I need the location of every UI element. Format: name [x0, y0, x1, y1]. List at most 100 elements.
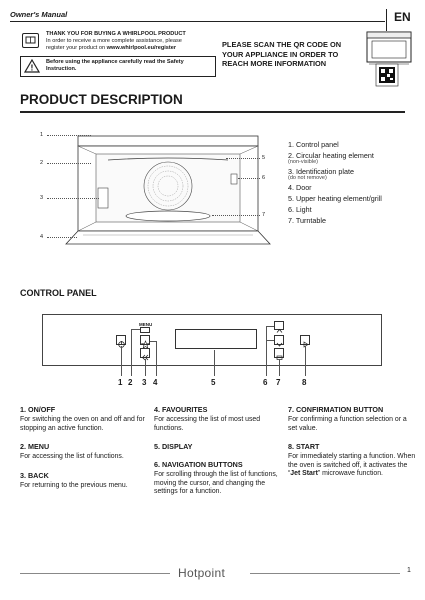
- svg-text:!: !: [31, 64, 34, 73]
- brand-logo: Hotpoint: [178, 566, 226, 580]
- play-icon: [303, 341, 309, 348]
- leader-line: [279, 359, 280, 376]
- leader-line: [305, 346, 306, 376]
- callout-7: 7: [262, 212, 266, 218]
- page-number: 1: [407, 567, 411, 574]
- cp-number-4: 4: [153, 378, 158, 387]
- legend-item: 2. Circular heating element(non-visible): [288, 151, 374, 165]
- legend-item: 7. Turntable: [288, 216, 326, 225]
- description-column-1: 1. ON/OFF For switching the oven on and …: [20, 405, 148, 499]
- warning-line-1: Before using the appliance carefully rea…: [46, 59, 184, 65]
- on-off-button[interactable]: [116, 335, 126, 348]
- callout-4: 4: [40, 234, 44, 240]
- confirm-title: 7. CONFIRMATION BUTTON: [288, 405, 384, 414]
- book-icon: [22, 33, 39, 48]
- navigation-title: 6. NAVIGATION BUTTONS: [154, 460, 243, 469]
- legend-item: 3. Identification plate(do not remove): [288, 167, 354, 181]
- leader-line: [266, 326, 267, 376]
- callout-2: 2: [40, 160, 44, 166]
- control-panel-illustration: [42, 314, 382, 366]
- cp-number-1: 1: [118, 378, 123, 387]
- leader-line: [238, 178, 260, 179]
- nav-down-button[interactable]: [274, 335, 284, 347]
- section-rule: [20, 111, 405, 113]
- back-button[interactable]: [140, 348, 150, 361]
- oven-qr-illustration: [366, 30, 414, 93]
- language-code: EN: [394, 10, 411, 24]
- legend-item: 5. Upper heating element/grill: [288, 194, 382, 203]
- leader-line: [47, 198, 99, 199]
- register-link[interactable]: www.whirlpool.eu/register: [106, 45, 177, 51]
- control-panel-title: CONTROL PANEL: [20, 288, 97, 298]
- thanks-line-1: In order to receive a more complete assi…: [46, 38, 182, 44]
- on-off-title: 1. ON/OFF: [20, 405, 56, 414]
- callout-3: 3: [40, 195, 44, 201]
- legend-item: 6. Light: [288, 205, 312, 214]
- chevron-up-icon: [276, 328, 283, 333]
- qr-instructions: PLEASE SCAN THE QR CODE ON YOUR APPLIANC…: [222, 40, 342, 68]
- favourites-title: 4. FAVOURITES: [154, 405, 208, 414]
- parts-legend: 1. Control panel 2. Circular heating ele…: [288, 139, 382, 226]
- warning-icon: !: [23, 58, 41, 78]
- star-icon: [140, 340, 151, 349]
- display: [175, 329, 257, 349]
- legend-item: 1. Control panel: [288, 140, 339, 149]
- cp-number-3: 3: [142, 378, 147, 387]
- thanks-title: THANK YOU FOR BUYING A WHIRLPOOL PRODUCT: [46, 31, 186, 37]
- confirm-button[interactable]: [274, 348, 284, 360]
- nav-up-button[interactable]: [274, 321, 284, 333]
- start-title: 8. START: [288, 442, 320, 451]
- double-chevron-left-icon: [141, 354, 149, 361]
- back-text: For returning to the previous menu.: [20, 481, 128, 489]
- manual-title: Owner's Manual: [10, 10, 68, 19]
- callout-5: 5: [262, 155, 266, 161]
- cp-number-6: 6: [263, 378, 268, 387]
- on-off-text: For switching the oven on and off and fo…: [20, 416, 145, 432]
- leader-line: [121, 346, 122, 376]
- footer-rule-left: [20, 573, 170, 574]
- leader-line: [266, 340, 274, 341]
- description-column-3: 7. CONFIRMATION BUTTON For confirming a …: [288, 405, 416, 488]
- leader-line: [150, 341, 156, 342]
- leader-line: [226, 158, 260, 159]
- favourites-button[interactable]: [140, 335, 151, 349]
- start-text: For immediately starting a function. Whe…: [288, 453, 416, 477]
- leader-line: [212, 215, 260, 216]
- confirm-text: For confirming a function selection or a…: [288, 416, 407, 432]
- display-title: 5. DISPLAY: [154, 442, 193, 451]
- callout-6: 6: [262, 175, 266, 181]
- header-rule: [10, 21, 385, 22]
- header-divider: [386, 9, 387, 31]
- leader-line: [214, 350, 215, 376]
- leader-line: [131, 329, 132, 376]
- leader-line: [47, 163, 91, 164]
- leader-line: [47, 237, 77, 238]
- leader-line: [156, 341, 157, 376]
- leader-line: [266, 326, 274, 327]
- start-button[interactable]: [300, 335, 310, 348]
- cp-number-2: 2: [128, 378, 133, 387]
- cp-number-5: 5: [211, 378, 216, 387]
- safety-warning-box: [20, 56, 216, 77]
- warning-line-2: Instruction.: [46, 66, 77, 72]
- leader-line: [145, 359, 146, 376]
- menu-label: MENU: [139, 322, 153, 327]
- footer-rule-right: [250, 573, 400, 574]
- thanks-line-2: register your product on www.whirlpool.e…: [46, 45, 177, 51]
- favourites-text: For accessing the list of most used func…: [154, 416, 261, 432]
- leader-line: [47, 135, 91, 136]
- menu-text: For accessing the list of functions.: [20, 453, 124, 460]
- menu-title: 2. MENU: [20, 442, 50, 451]
- legend-item: 4. Door: [288, 183, 312, 192]
- cp-number-7: 7: [276, 378, 281, 387]
- description-column-2: 4. FAVOURITES For accessing the list of …: [154, 405, 282, 506]
- menu-button[interactable]: [140, 327, 150, 333]
- product-description-title: PRODUCT DESCRIPTION: [20, 92, 183, 107]
- cp-number-8: 8: [302, 378, 307, 387]
- back-title: 3. BACK: [20, 470, 49, 480]
- callout-1: 1: [40, 132, 44, 138]
- chevron-down-icon: [276, 342, 283, 347]
- oven-diagram: [38, 126, 278, 256]
- navigation-text: For scrolling through the list of functi…: [154, 471, 278, 495]
- leader-line: [131, 329, 140, 330]
